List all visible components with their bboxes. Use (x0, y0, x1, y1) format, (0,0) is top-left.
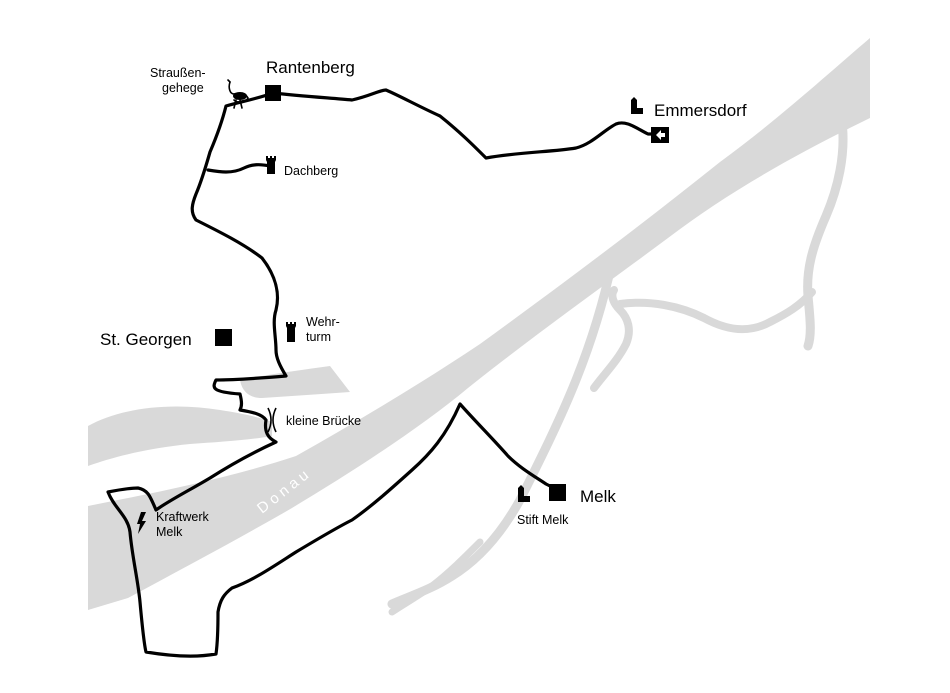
ostrich-enclosure-label-2: gehege (162, 81, 204, 95)
melk-label: Melk (580, 487, 616, 506)
rantenberg-marker (265, 85, 281, 101)
wehrturm-label-2: turm (306, 330, 331, 344)
st-georgen-label: St. Georgen (100, 330, 192, 349)
ostrich-icon (227, 79, 249, 109)
side-arm-2 (590, 286, 633, 392)
ostrich-enclosure-label-1: Straußen- (150, 66, 206, 80)
dachberg-label: Dachberg (284, 164, 338, 178)
church-icon (518, 485, 530, 502)
tower-icon (266, 156, 276, 174)
bridge-icon (267, 407, 277, 433)
power-plant-label-1: Kraftwerk (156, 510, 210, 524)
side-arm-3 (616, 288, 816, 334)
arrow-sign-icon (651, 127, 669, 143)
stift-melk-label: Stift Melk (517, 513, 569, 527)
bridge-label: kleine Brücke (286, 414, 361, 428)
backwater-north (240, 366, 350, 398)
danube-river (88, 38, 870, 610)
melk-marker (549, 484, 566, 501)
hiking-route (106, 88, 663, 658)
wehrturm-label-1: Wehr- (306, 315, 340, 329)
side-arm-1 (387, 257, 617, 609)
rantenberg-label: Rantenberg (266, 58, 355, 77)
tower-icon (286, 322, 296, 342)
power-plant-icon (137, 512, 146, 534)
side-arm-4 (803, 117, 848, 351)
power-plant-label-2: Melk (156, 525, 183, 539)
church-icon (631, 97, 643, 114)
emmersdorf-label: Emmersdorf (654, 101, 747, 120)
side-arm-5 (388, 538, 484, 616)
river-arm-west (88, 406, 272, 466)
st-georgen-marker (215, 329, 232, 346)
